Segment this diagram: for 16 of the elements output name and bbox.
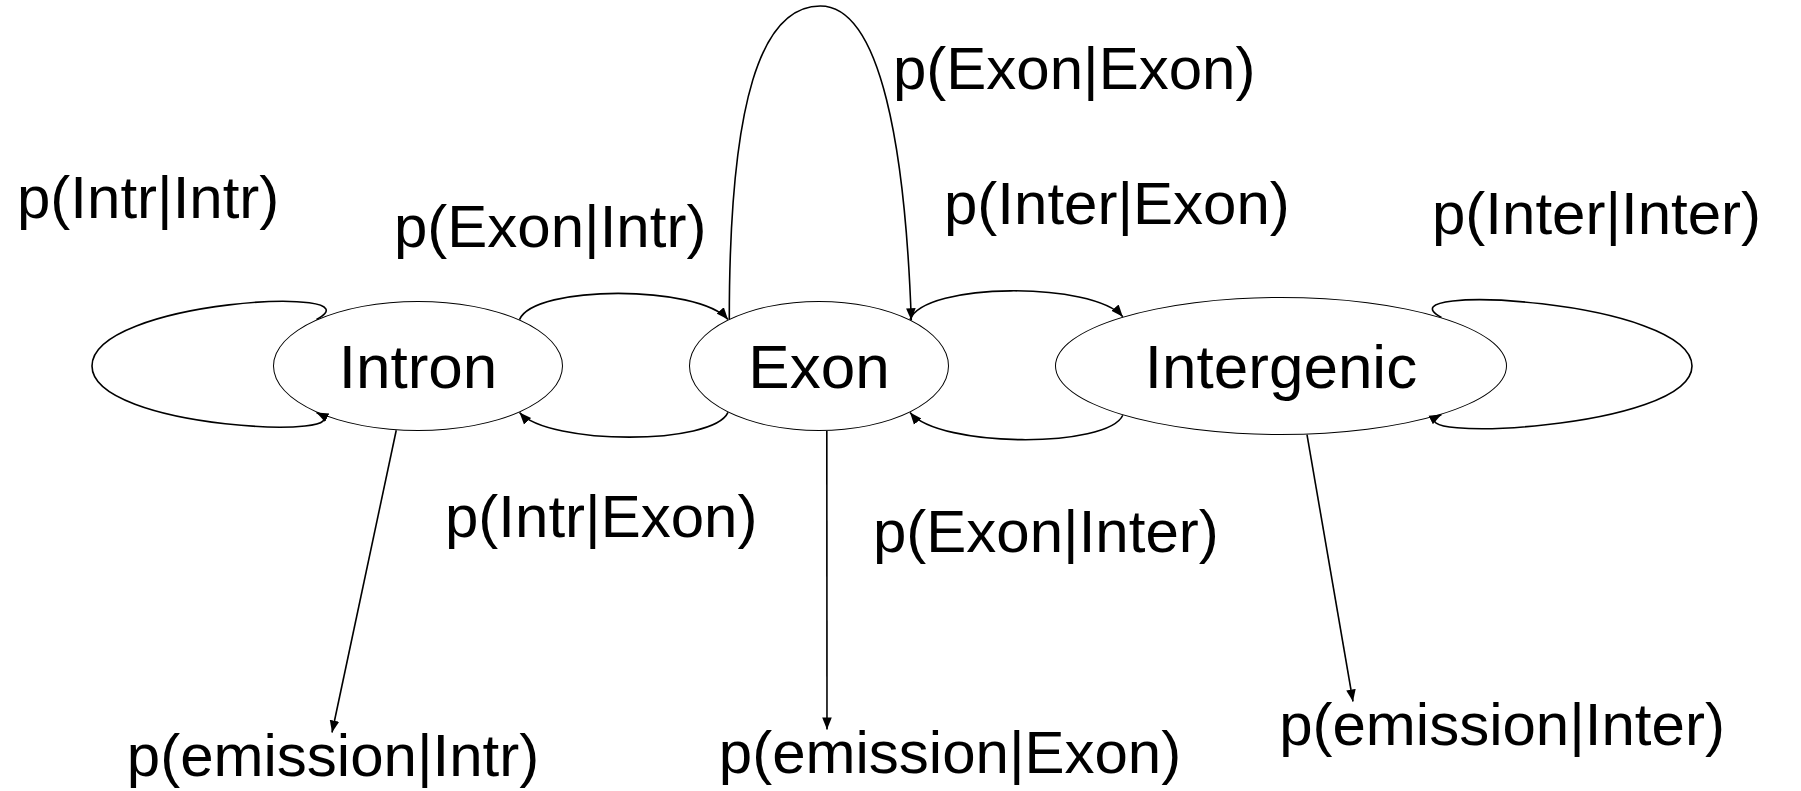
arrow <box>822 430 832 731</box>
arrow <box>518 411 729 438</box>
emission-label: p(emission|Exon) <box>718 717 1182 787</box>
arrow <box>909 411 1124 441</box>
arrow <box>91 300 329 428</box>
arrow <box>329 429 398 734</box>
emission-label: p(emission|Inter) <box>1279 689 1725 759</box>
arrow <box>1429 299 1693 430</box>
state-label: Intron <box>338 330 498 402</box>
state-label: Intergenic <box>1144 330 1418 402</box>
arrow <box>518 292 729 321</box>
arrow <box>728 5 916 322</box>
state-label: Exon <box>748 330 890 402</box>
emission-label: p(emission|Intr) <box>126 720 540 790</box>
arrow <box>1306 433 1356 703</box>
arrow <box>909 290 1124 321</box>
